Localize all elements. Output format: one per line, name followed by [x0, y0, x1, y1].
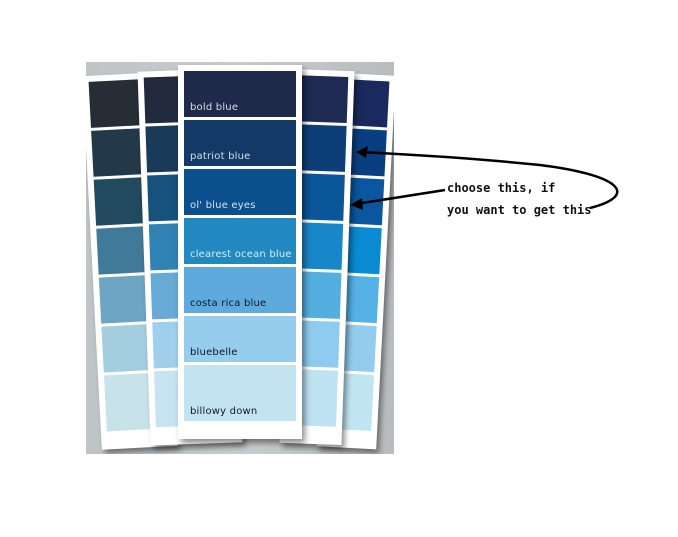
arrow-top [359, 150, 619, 210]
arrowhead-bottom-icon [350, 198, 363, 210]
swatch-label: billowy down [190, 406, 258, 417]
annotation-note: choose this, if you want to get this [447, 177, 592, 221]
annotation-line-1: choose this, if [447, 181, 556, 195]
swatch: bold blue [184, 71, 296, 117]
swatch: costa rica blue [184, 267, 296, 313]
paint-swatch-photo: bold blue patriot blue ol' blue eyes cleare… [86, 62, 394, 454]
swatch: bluebelle [184, 316, 296, 362]
swatch-label: costa rica blue [190, 298, 267, 309]
arrowhead-top-icon [356, 146, 368, 158]
swatch: clearest ocean blue [184, 218, 296, 264]
swatch-label: bluebelle [190, 347, 238, 358]
annotation-line-2: you want to get this [447, 203, 592, 217]
swatch-strip-main: bold blue patriot blue ol' blue eyes cleare… [178, 65, 302, 439]
swatch-label: bold blue [190, 102, 239, 113]
swatch-label: clearest ocean blue [190, 249, 292, 260]
swatch: ol' blue eyes [184, 169, 296, 215]
swatch-label: patriot blue [190, 151, 251, 162]
swatch-label: ol' blue eyes [190, 200, 256, 211]
arrow-bottom [355, 188, 446, 206]
swatch: patriot blue [184, 120, 296, 166]
swatch: billowy down [184, 365, 296, 421]
